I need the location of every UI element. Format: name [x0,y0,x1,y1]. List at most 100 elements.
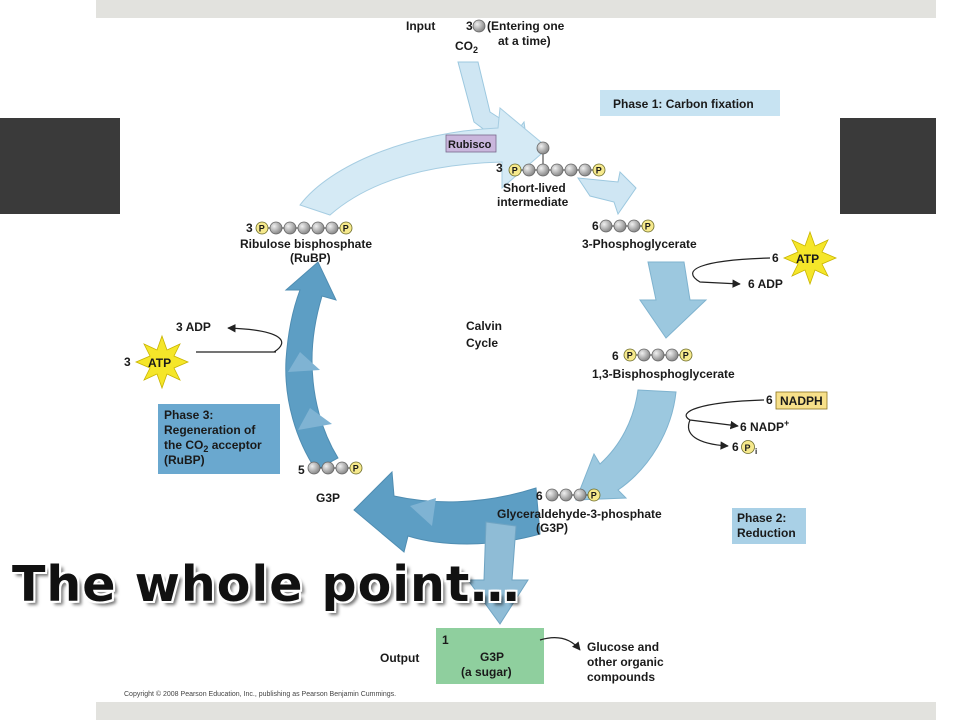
calvin-label-1: Calvin [466,319,502,333]
phase3-label-4: (RuBP) [164,453,205,467]
output-count: 1 [442,633,449,647]
phosphate-group [641,219,655,233]
pi-sub: i [755,447,757,456]
phosphate-group [339,221,353,235]
phase2-label-2: Reduction [737,526,796,540]
glucose-label-2: other organic [587,655,664,669]
carbon-atom [536,163,550,177]
phosphate-label: P [591,491,597,501]
intermediate-label-1: Short-lived [503,181,566,195]
input-count: 3 [466,19,473,33]
atp-right-label: ATP [796,252,819,266]
output-label: Output [380,651,419,665]
carbon-atom [564,163,578,177]
copyright-text: Copyright © 2008 Pearson Education, Inc.… [124,690,396,698]
g3p-count: 6 [536,489,543,503]
glucose-label-1: Glucose and [587,640,659,654]
top-frame-bar [96,0,936,18]
phosphate-label: P [353,464,359,474]
rubisco-label: Rubisco [448,139,492,151]
chevron-bottom [410,498,436,526]
right-dark-block [840,118,936,214]
bpg-count: 6 [612,349,619,363]
pga-chain: P [599,219,655,233]
carbon-atom [573,488,587,502]
pga-count: 6 [592,219,599,233]
atp-star-left-icon [134,334,190,390]
phosphate-icon [741,440,755,454]
phase3-box [158,404,280,474]
carbon-atom [651,348,665,362]
atp-adp-arrow [692,257,771,288]
chevron-left-1 [288,352,320,372]
pi-p: P [745,443,751,453]
pga-label: 3-Phosphoglycerate [582,237,697,251]
nadph-arrow [685,399,765,430]
phosphate-label: P [645,222,651,232]
atp-in-count: 6 [772,251,779,265]
phosphate-label: P [343,224,349,234]
phase2-label-1: Phase 2: [737,511,786,525]
nadph-label: NADPH [780,394,823,408]
chevron-left-2 [298,408,332,430]
output-arrow [467,521,529,625]
carbon-atom [335,461,349,475]
phase2-box [732,508,806,544]
carbon-atom [578,163,592,177]
nadp-out-label: 6 NADP+ [740,418,789,434]
nadph-box [775,391,828,410]
g3p5-count: 5 [298,463,305,477]
pi-arrow [687,419,729,450]
intermediate-count: 3 [496,161,503,175]
phase3-label-1: Phase 3: [164,408,213,422]
input-group: Input 3 (Entering one at a time) CO2 [406,19,565,55]
input-note-1: (Entering one [487,19,565,33]
phase3-label-3: the CO2 acceptor [164,438,262,454]
phosphate-label: P [683,351,689,361]
carbon-atom [536,141,550,155]
carbon-atom [522,163,536,177]
carbon-atom [627,219,641,233]
adp3-label: 3 ADP [176,320,211,334]
atp3-count: 3 [124,355,131,369]
g3p-label-1: Glyceraldehyde-3-phosphate [497,507,662,521]
carbon-atom [311,221,325,235]
carbon-atom [613,219,627,233]
co2-label: CO2 [455,39,478,55]
carbon-atom [325,221,339,235]
phosphate-group [592,163,606,177]
phosphate-group [349,461,363,475]
output-box [436,628,544,684]
glucose-arrow [539,637,581,651]
reduction-arrow-1 [639,261,708,339]
carbon-atom [545,488,559,502]
carbon-atom [297,221,311,235]
carbon-atom [321,461,335,475]
intermediate-arrow [576,170,637,216]
carbon-atom [637,348,651,362]
adp3-arrow [227,324,283,353]
phase3-label-2: Regeneration of [164,423,256,437]
rubp-label-1: Ribulose bisphosphate [240,237,372,251]
g3p6-chain: P [545,488,601,502]
rubisco-box [445,134,497,153]
g3p5-label: G3P [316,491,340,505]
carbon-atom [550,163,564,177]
phosphate-label: P [512,166,518,176]
output-label-2: (a sugar) [461,665,512,679]
phosphate-group [623,348,637,362]
input-note-2: at a time) [498,34,551,48]
rubp-label-2: (RuBP) [290,251,331,265]
slide-title: The whole point… [12,556,521,613]
phase1-box [600,90,780,116]
glucose-label-3: compounds [587,670,655,684]
calvin-label-2: Cycle [466,336,498,350]
carbon-atom [307,461,321,475]
reduction-arrow-2 [575,389,677,501]
nadph-count: 6 [766,393,773,407]
bpg-label: 1,3-Bisphosphoglycerate [592,367,735,381]
